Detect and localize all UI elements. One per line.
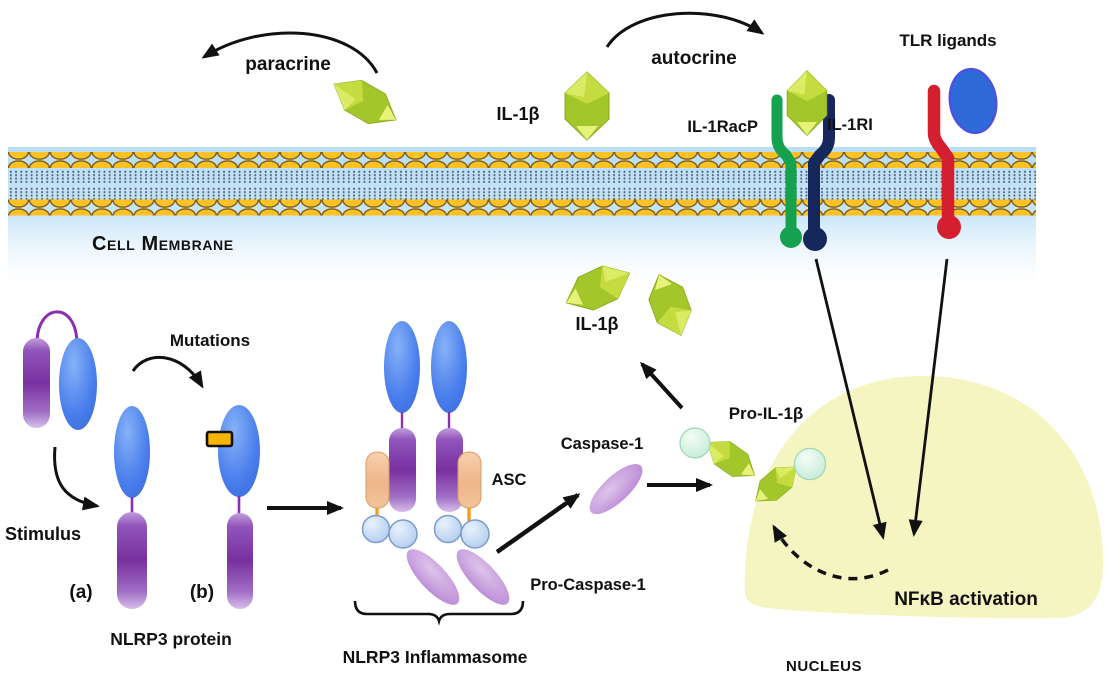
caspase1-label: Caspase-1 xyxy=(561,435,644,453)
membrane-cytosol-shade xyxy=(8,147,1036,297)
cell-membrane-label: Cell Membrane xyxy=(92,233,234,255)
nlrp3-inflammasome-label: NLRP3 Inflammasome xyxy=(343,647,528,667)
il1racp-receptor-stem xyxy=(771,94,797,232)
il1ri-receptor-ball xyxy=(803,227,827,251)
proil1b-to-il1b-arrow xyxy=(639,361,684,410)
il1racp-label: IL-1RacP xyxy=(687,118,758,136)
lipid-heads-outer xyxy=(8,152,1036,168)
lipid-tails-bottom xyxy=(8,187,1036,200)
nfkb-activation-label: NFκB activation xyxy=(894,589,1038,610)
paracrine-arrow xyxy=(201,31,379,74)
paracrine-label: paracrine xyxy=(245,54,331,75)
mutations-arrow xyxy=(131,355,204,389)
inflammasome-blue-domain-2 xyxy=(431,321,467,413)
mutations-label: Mutations xyxy=(170,331,250,350)
pro-il1b-label: Pro-IL-1β xyxy=(729,404,804,423)
il1ri-receptor-stem xyxy=(808,94,835,234)
nlrp3-pyrin-domain xyxy=(23,338,50,428)
arrows xyxy=(53,11,949,581)
a-label: (a) xyxy=(69,582,92,603)
tlr-receptor-stem xyxy=(927,84,955,223)
nucleus-label: NUCLEUS xyxy=(786,658,862,675)
nlrp3-protein-b xyxy=(205,405,260,609)
il1ri-receptor xyxy=(803,94,835,251)
lipid-heads-inner xyxy=(8,199,1036,216)
il1b-top-label: IL-1β xyxy=(497,104,540,124)
autocrine-arrow xyxy=(605,11,765,48)
asc-adaptor-2 xyxy=(457,451,482,509)
tlr-receptor xyxy=(927,84,961,239)
nfkb-transcription-dashed-arrow xyxy=(772,524,889,581)
nlrp3-protein-label: NLRP3 protein xyxy=(110,629,232,649)
asc-adaptor-1 xyxy=(365,451,390,509)
nlrp3-a-purple-domain xyxy=(117,512,147,609)
tlr-ligands-label: TLR ligands xyxy=(899,31,996,50)
cell-membrane xyxy=(8,147,1036,297)
nlrp3-b-purple-domain xyxy=(227,513,253,609)
pro-il1b-sphere-2 xyxy=(793,447,827,481)
card-domain-1 xyxy=(361,514,391,544)
card-domain-2 xyxy=(388,519,418,549)
inflammasome-purple-domain-2 xyxy=(436,428,463,512)
nlrp3-protein-a xyxy=(114,406,150,609)
tlr-signal-arrow xyxy=(908,258,949,537)
pro-il1b-molecule-1 xyxy=(679,427,763,488)
nlrp3-a-blue-domain xyxy=(114,406,150,498)
card-domain-3 xyxy=(433,514,463,544)
il1ri-label: IL-1RI xyxy=(827,116,873,134)
pro-caspase1-oval-1 xyxy=(406,549,460,605)
nlrp3-b-blue-domain xyxy=(218,405,260,497)
il1b-mid-label: IL-1β xyxy=(576,314,619,334)
nlrp3-inflammasome xyxy=(353,321,525,626)
mutation-marker xyxy=(205,430,234,448)
autocrine-label: autocrine xyxy=(651,48,737,69)
nucleus-shape xyxy=(744,375,1104,619)
b-label: (b) xyxy=(190,582,214,603)
inflammasome-purple-domain-1 xyxy=(389,428,416,512)
pro-caspase1-label: Pro-Caspase-1 xyxy=(530,576,646,594)
nlrp3-folded-protein xyxy=(23,310,97,430)
stimulus-arrow xyxy=(53,446,100,511)
stimulus-label: Stimulus xyxy=(5,524,81,544)
tlr-receptor-ball xyxy=(937,215,961,239)
tlr-ligand-oval xyxy=(948,67,998,135)
nlrp3-linker-loop xyxy=(35,310,79,344)
il1racp-receptor xyxy=(771,94,802,248)
il1b-gem-paracrine xyxy=(325,68,405,136)
pro-caspase1-oval-2 xyxy=(456,549,510,605)
card-domain-4 xyxy=(460,519,490,549)
lipid-tails-top xyxy=(8,170,1036,183)
asc-label: ASC xyxy=(492,471,527,489)
inflammasome-brace xyxy=(353,600,525,626)
il1b-gem-autocrine xyxy=(564,71,610,141)
pro-il1b-sphere-1 xyxy=(679,427,711,459)
caspase1-oval xyxy=(589,463,643,515)
inflammasome-blue-domain-1 xyxy=(384,321,420,413)
il1r-signal-arrow xyxy=(814,258,887,540)
nlrp3-lrr-domain xyxy=(59,338,97,430)
il1racp-receptor-ball xyxy=(780,226,802,248)
il1b-bound-gem xyxy=(786,70,828,136)
inflammasome-to-caspase-arrow xyxy=(495,493,581,554)
